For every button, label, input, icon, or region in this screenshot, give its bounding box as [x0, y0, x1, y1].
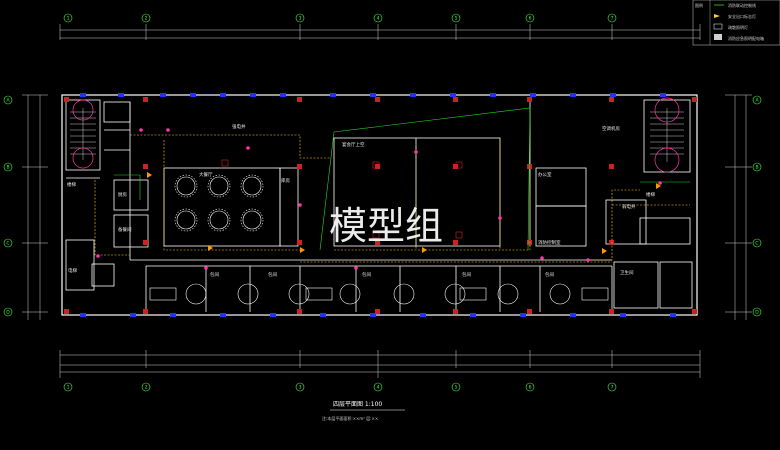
drawing-title-text: 四层平面图 1:100	[333, 401, 382, 408]
room-label-stair-right: 楼梯	[646, 191, 655, 198]
axis-bottom-7: 7	[611, 385, 614, 391]
annotation-mid-note: 弱电井	[622, 203, 636, 210]
window-marks	[80, 93, 676, 317]
structural-columns	[64, 97, 697, 314]
annotation-right-note: 空调机房	[602, 125, 620, 132]
axis-top-5: 5	[455, 16, 458, 22]
axis-left-a: A	[6, 98, 10, 104]
legend-label: 安全出口标志灯	[728, 13, 756, 19]
drawing-title: 四层平面图 1:100 注:本层平面面积:××m² 层:××	[322, 401, 405, 421]
legend-label: 疏散照明灯	[728, 24, 748, 30]
right-dimensions	[725, 94, 752, 320]
exit-signs	[147, 172, 661, 254]
axis-top-3: 3	[299, 16, 302, 22]
top-dimensions	[59, 24, 701, 40]
legend-item-arrow: 安全出口标志灯	[714, 13, 756, 19]
room-label-kitchen: 厨房	[118, 191, 127, 198]
axis-bottom-2: 2	[145, 385, 148, 391]
room-label-office-1: 办公室	[538, 171, 552, 178]
fire-alarm-circuits	[94, 134, 690, 263]
legend-label: 消防联动控制线	[728, 2, 756, 8]
room-label-prep: 备餐间	[118, 226, 132, 233]
legend-label: 消防应急照明配电箱	[728, 35, 764, 41]
axis-right-a: A	[755, 98, 759, 104]
left-axis-bubbles	[3, 95, 13, 317]
room-label-elevator: 电梯	[68, 267, 77, 274]
axis-bottom-1: 1	[67, 385, 70, 391]
annotation-left-note: 强电井	[232, 123, 246, 130]
axis-bottom-3: 3	[299, 385, 302, 391]
room-label-private-4: 包间	[462, 271, 471, 278]
right-axis-bubbles	[752, 95, 762, 317]
hall-void-markers	[221, 159, 463, 239]
legend-item-box: 疏散照明灯	[713, 23, 748, 30]
left-stair	[70, 99, 96, 169]
watermark-text: 模型组	[329, 204, 443, 248]
bottom-dimensions	[59, 350, 701, 378]
room-label-open-hall: 宴会厅上空	[342, 141, 365, 148]
legend-item-line: 消防联动控制线	[714, 2, 756, 8]
panel-icon	[714, 34, 722, 40]
room-label-storage: 库房	[281, 177, 290, 184]
legend-item-rect: 消防应急照明配电箱	[714, 34, 764, 41]
magenta-accents	[96, 128, 662, 270]
axis-bottom-5: 5	[455, 385, 458, 391]
axis-top-7: 7	[611, 16, 614, 22]
bottom-axis-bubbles	[63, 382, 617, 392]
right-stair	[650, 97, 684, 173]
axis-bottom-4: 4	[377, 385, 380, 391]
axis-left-b: B	[6, 165, 9, 171]
room-label-office-2: 消防控制室	[538, 239, 561, 246]
room-label-private-3: 包间	[362, 271, 371, 278]
room-label-private-5: 包间	[545, 271, 554, 278]
arrow-icon	[714, 14, 720, 18]
axis-right-d: D	[755, 310, 759, 316]
outer-walls	[61, 94, 698, 316]
legend-box: 图例 消防联动控制线 安全出口标志灯 疏散照明灯 消防应急照明配电箱	[692, 0, 780, 46]
axis-right-c: C	[755, 241, 758, 247]
axis-left-d: D	[6, 310, 10, 316]
axis-top-1: 1	[67, 16, 70, 22]
private-room-tables	[149, 283, 609, 305]
room-label-private-2: 包间	[268, 271, 277, 278]
fire-control-lines	[114, 107, 690, 251]
room-label-dining-hall: 大餐厅	[199, 171, 213, 178]
axis-top-2: 2	[145, 16, 148, 22]
top-axis-bubbles	[63, 13, 617, 23]
drawing-subtitle: 注:本层平面面积:××m² 层:××	[322, 415, 378, 421]
axis-top-6: 6	[529, 16, 532, 22]
room-label-toilet: 卫生间	[620, 269, 634, 276]
axis-left-c: C	[6, 241, 9, 247]
axis-top-4: 4	[377, 16, 380, 22]
box-icon	[713, 23, 723, 30]
axis-right-b: B	[755, 165, 758, 171]
legend-title: 图例	[695, 2, 703, 8]
room-label-private-1: 包间	[210, 271, 219, 278]
room-label-stair-left: 楼梯	[67, 181, 76, 188]
dining-tables	[174, 174, 264, 232]
axis-bottom-6: 6	[529, 385, 532, 391]
left-dimensions	[22, 94, 48, 320]
